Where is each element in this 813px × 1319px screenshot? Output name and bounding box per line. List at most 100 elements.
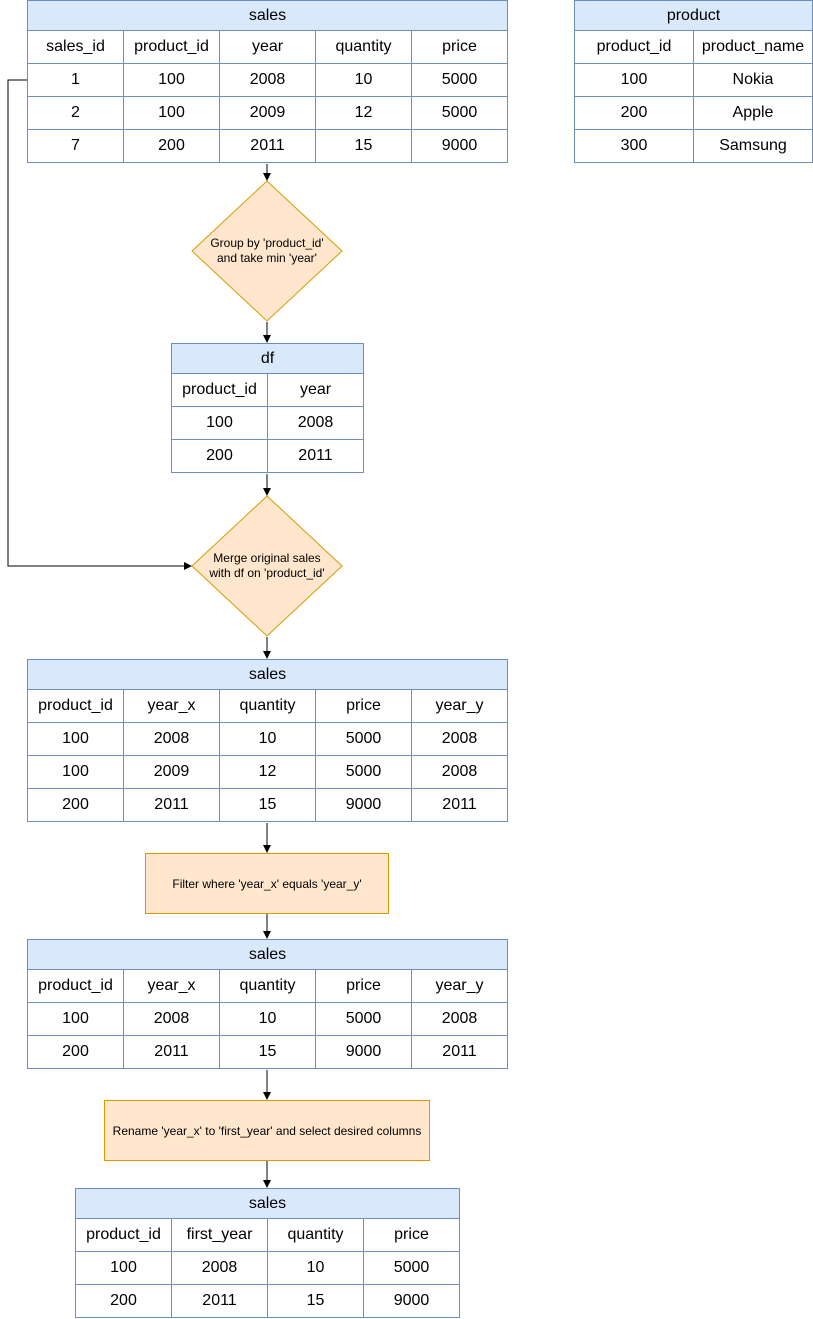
column-header: year (219, 30, 316, 64)
column-header: price (363, 1218, 460, 1252)
table-title: df (171, 343, 364, 374)
table-cell: 2008 (171, 1251, 268, 1285)
column-header: year_x (123, 969, 220, 1003)
table-cell: 200 (574, 96, 694, 130)
rename-step: Rename 'year_x' to 'first_year' and sele… (104, 1100, 430, 1161)
table-cell: 2008 (411, 755, 508, 789)
column-header: quantity (219, 689, 316, 723)
table-row: 2 100 2009 12 5000 (27, 96, 508, 130)
column-header: product_name (693, 30, 813, 64)
table-cell: 10 (267, 1251, 364, 1285)
table-cell: 200 (123, 129, 220, 163)
table-row: 100 2008 10 5000 (75, 1251, 460, 1285)
column-header: product_id (574, 30, 694, 64)
table-title: product (574, 0, 813, 31)
table-cell: 2008 (411, 722, 508, 756)
column-header: price (411, 30, 508, 64)
column-header: quantity (267, 1218, 364, 1252)
column-header: product_id (171, 373, 268, 407)
table-cell: 200 (27, 788, 124, 822)
table-cell: 5000 (411, 96, 508, 130)
column-header: first_year (171, 1218, 268, 1252)
table-cell: 2008 (123, 1002, 220, 1036)
table-cell: 100 (75, 1251, 172, 1285)
table-row: 200 Apple (574, 96, 813, 130)
table-cell: 5000 (315, 722, 412, 756)
table-cell: 2008 (411, 1002, 508, 1036)
filter-step-label: Filter where 'year_x' equals 'year_y' (172, 876, 362, 891)
table-cell: 100 (27, 1002, 124, 1036)
table-cell: 9000 (363, 1284, 460, 1318)
table-cell: 2008 (219, 63, 316, 97)
table-cell: 300 (574, 129, 694, 163)
table-cell: 10 (315, 63, 412, 97)
merge-line2: with df on 'product_id' (209, 566, 325, 580)
rename-step-label: Rename 'year_x' to 'first_year' and sele… (112, 1123, 422, 1138)
group-by-diamond (191, 180, 343, 322)
column-header: quantity (315, 30, 412, 64)
merge-line1: Merge original sales (213, 551, 321, 565)
table-cell: 200 (171, 439, 268, 473)
table-cell: 2008 (267, 406, 364, 440)
product-table: product product_id product_name 100 Noki… (574, 0, 813, 163)
column-header: year_x (123, 689, 220, 723)
table-cell: 2011 (411, 1035, 508, 1069)
table-row: 300 Samsung (574, 129, 813, 163)
table-row: 100 2008 10 5000 2008 (27, 1002, 508, 1036)
group-by-line1: Group by 'product_id' (210, 236, 324, 250)
table-title: sales (27, 939, 508, 970)
table-title: sales (27, 0, 508, 31)
table-cell: 2 (27, 96, 124, 130)
table-row: 1 100 2008 10 5000 (27, 63, 508, 97)
table-row: 200 2011 (171, 439, 364, 473)
table-row: 200 2011 15 9000 2011 (27, 788, 508, 822)
table-cell: 2009 (123, 755, 220, 789)
table-row: 200 2011 15 9000 (75, 1284, 460, 1318)
table-cell: 12 (315, 96, 412, 130)
column-header: price (315, 689, 412, 723)
table-cell: 1 (27, 63, 124, 97)
table-cell: 2011 (411, 788, 508, 822)
column-header: product_id (27, 969, 124, 1003)
table-cell: 9000 (411, 129, 508, 163)
merge-diamond (191, 495, 343, 637)
table-cell: 15 (315, 129, 412, 163)
sales-merged-table: sales product_id year_x quantity price y… (27, 659, 508, 822)
column-header: year_y (411, 689, 508, 723)
table-cell: 100 (27, 722, 124, 756)
table-cell: 5000 (363, 1251, 460, 1285)
group-by-line2: and take min 'year' (217, 251, 317, 265)
table-cell: 2011 (123, 788, 220, 822)
column-header: year_y (411, 969, 508, 1003)
table-cell: 10 (219, 1002, 316, 1036)
column-header: product_id (123, 30, 220, 64)
table-cell: 15 (267, 1284, 364, 1318)
column-header: year (267, 373, 364, 407)
table-cell: 15 (219, 1035, 316, 1069)
table-cell: Samsung (693, 129, 813, 163)
table-title: sales (75, 1188, 460, 1219)
group-by-step-label: Group by 'product_id'and take min 'year' (197, 221, 337, 281)
column-header: quantity (219, 969, 316, 1003)
table-row: 100 2008 10 5000 2008 (27, 722, 508, 756)
table-cell: 2011 (171, 1284, 268, 1318)
table-title: sales (27, 659, 508, 690)
table-cell: 9000 (315, 788, 412, 822)
table-cell: 100 (27, 755, 124, 789)
table-row: 7 200 2011 15 9000 (27, 129, 508, 163)
table-cell: 2011 (123, 1035, 220, 1069)
table-cell: 100 (123, 63, 220, 97)
table-row: 200 2011 15 9000 2011 (27, 1035, 508, 1069)
table-cell: 10 (219, 722, 316, 756)
table-cell: 5000 (315, 755, 412, 789)
table-cell: 2008 (123, 722, 220, 756)
table-cell: 200 (27, 1035, 124, 1069)
sales-original-table: sales sales_id product_id year quantity … (27, 0, 508, 163)
sales-filtered-table: sales product_id year_x quantity price y… (27, 939, 508, 1069)
table-cell: 100 (574, 63, 694, 97)
table-cell: 2009 (219, 96, 316, 130)
sales-final-table: sales product_id first_year quantity pri… (75, 1188, 460, 1318)
column-header: product_id (27, 689, 124, 723)
